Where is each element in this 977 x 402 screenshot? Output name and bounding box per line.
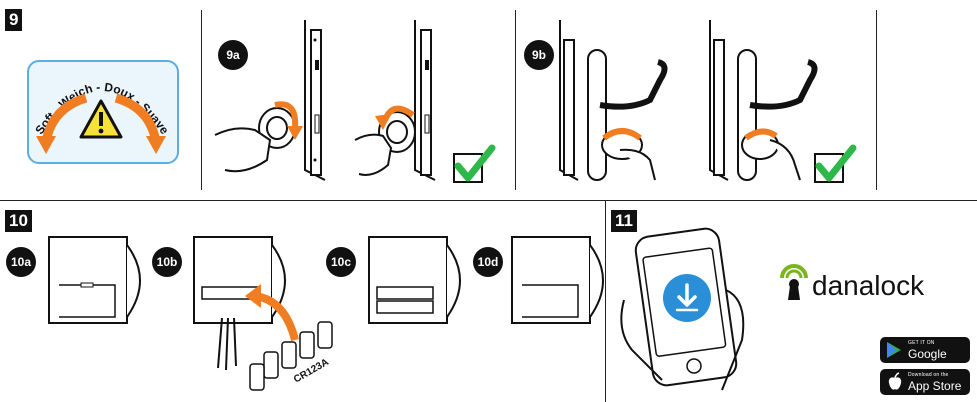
apple-icon: [888, 372, 902, 390]
danalock-logo-icon: [780, 264, 808, 300]
step-10-label: 10: [5, 210, 32, 232]
lock-body-10a-illustration: [48, 236, 141, 324]
step-10a-badge: 10a: [6, 247, 36, 277]
download-app-icon: [663, 274, 711, 322]
door-9b-right-illustration: [709, 20, 818, 181]
google-play-button[interactable]: GET IT ON Google Play: [880, 337, 970, 375]
divider-10-11: [605, 200, 606, 402]
lock-body-10d-illustration: [511, 236, 604, 324]
checkmark-9a-icon: [453, 144, 496, 183]
soft-arrow-left-icon: [36, 93, 88, 154]
door-9b-left-illustration: [559, 20, 668, 181]
divider-row: [0, 200, 977, 201]
divider-9-9a: [201, 10, 202, 190]
step-10b-badge: 10b: [152, 247, 182, 277]
brand-name: danalock: [812, 270, 925, 301]
google-play-icon: [887, 342, 901, 358]
divider-9b-end: [876, 10, 877, 190]
google-play-small-text: GET IT ON: [908, 340, 935, 346]
door-9a-left-illustration: [214, 20, 326, 181]
step-9a-badge: 9a: [218, 40, 248, 70]
step-9b-badge: 9b: [524, 40, 554, 70]
step-10c-badge: 10c: [326, 247, 356, 277]
battery-cover-falling-illustration: [217, 317, 237, 371]
app-store-button[interactable]: Download on the App Store: [880, 369, 970, 395]
soft-arrow-right-icon: [114, 93, 166, 154]
battery-cells-illustration: [249, 321, 333, 391]
lock-body-10b-illustration: [193, 236, 286, 324]
insert-arrow-icon: [245, 284, 299, 342]
checkmark-9b-icon: [814, 144, 857, 183]
step-10d-badge: 10d: [473, 247, 503, 277]
lock-body-10c-illustration: [368, 236, 461, 324]
divider-9a-9b: [515, 10, 516, 190]
step-11-label: 11: [611, 210, 637, 232]
step-9-label: 9: [5, 9, 23, 31]
app-store-big-text: App Store: [908, 379, 962, 393]
app-store-small-text: Download on the: [908, 372, 949, 378]
door-9a-right-illustration: [354, 20, 436, 181]
warning-triangle-icon: [79, 99, 123, 139]
